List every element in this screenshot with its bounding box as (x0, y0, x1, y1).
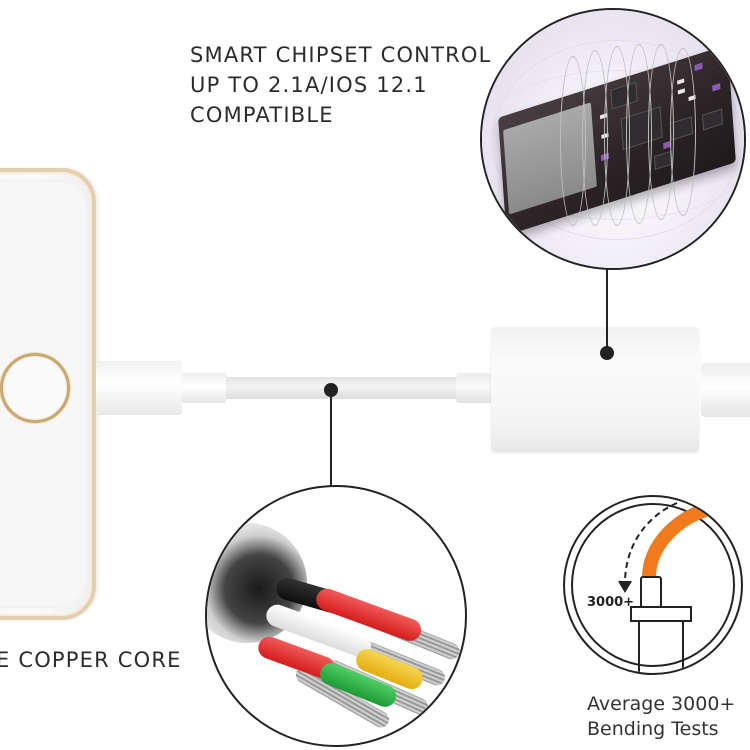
chipset-line-1: SMART CHIPSET CONTROL (190, 43, 492, 67)
copper-core-label: E COPPER CORE (0, 648, 182, 672)
chipset-line-2: UP TO 2.1A/IOS 12.1 (190, 73, 428, 97)
chipset-line-3: COMPATIBLE (190, 103, 334, 127)
copper-callout-line (330, 390, 332, 488)
bend-count-label: 3000+ (587, 595, 635, 610)
plug-strain-relief (182, 373, 226, 403)
bending-caption: Average 3000+ Bending Tests (587, 692, 735, 742)
circuit-board-icon (480, 8, 746, 270)
bend-test-icon: 3000+ (563, 495, 743, 675)
bending-caption-line-2: Bending Tests (587, 718, 719, 740)
bending-caption-line-1: Average 3000+ (587, 693, 736, 715)
lightning-plug-right (701, 363, 750, 417)
chipset-feature-text: SMART CHIPSET CONTROL UP TO 2.1A/IOS 12.… (190, 40, 492, 130)
cable-strain-relief-right (456, 373, 496, 403)
chipset-callout-line (606, 268, 608, 352)
chipset-callout-dot (600, 346, 614, 360)
splitter-adapter-body (491, 327, 699, 452)
cable (226, 377, 466, 399)
multi-wire-cable-icon (205, 485, 467, 747)
home-button-icon (0, 353, 70, 423)
lightning-plug-left (96, 361, 182, 415)
